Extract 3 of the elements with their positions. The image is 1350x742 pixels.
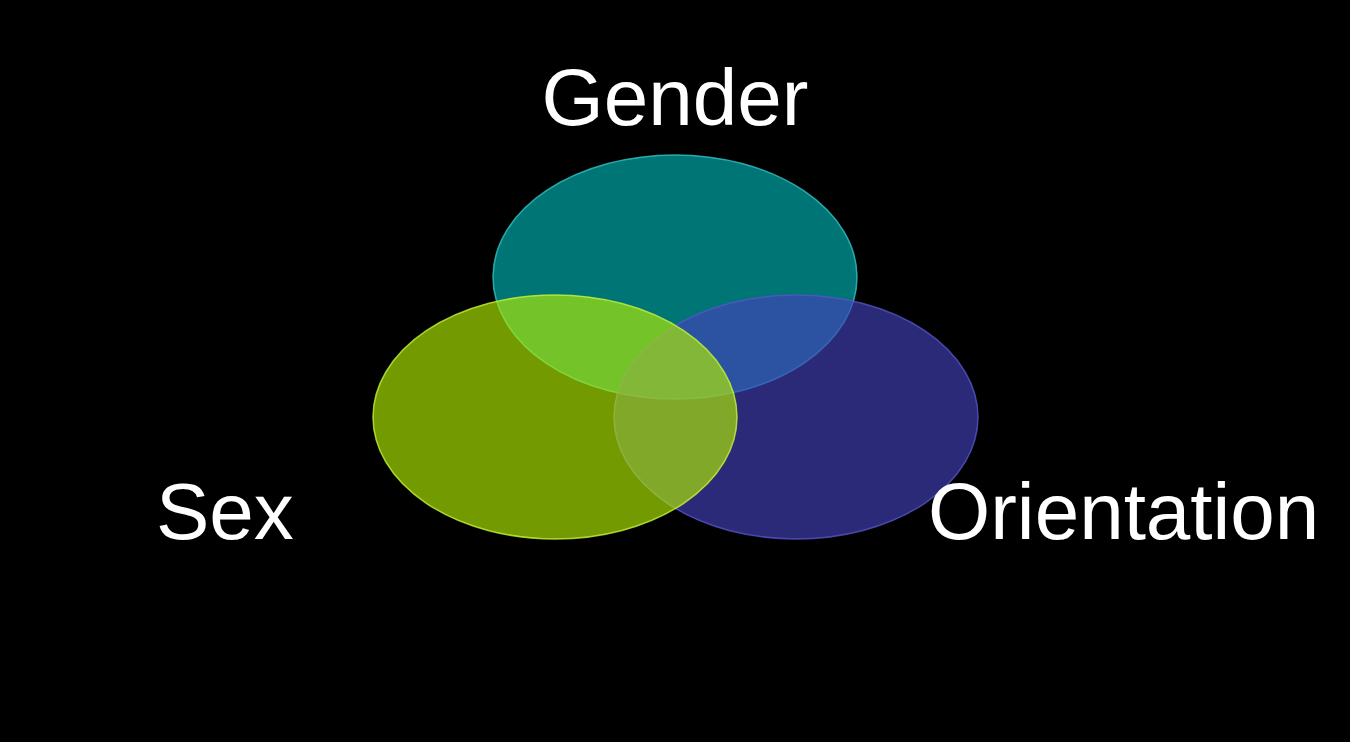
set-label: Gender xyxy=(540,58,810,138)
set-label: Orientation xyxy=(928,472,1318,552)
set-label: Sex xyxy=(156,472,295,552)
